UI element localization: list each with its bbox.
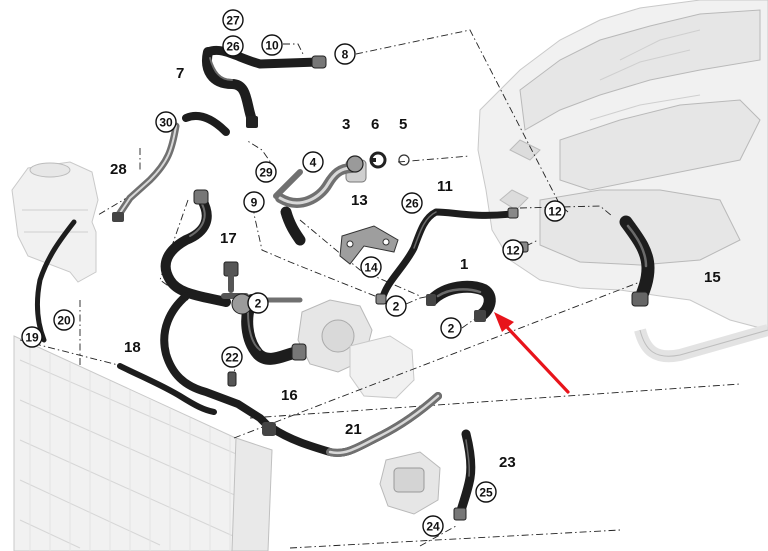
hose-part-16 — [241, 294, 307, 365]
part-22-clip — [227, 371, 237, 387]
svg-text:29: 29 — [259, 166, 273, 180]
label-13: 13 — [351, 192, 368, 209]
circle-label-12-upper: 12 — [544, 200, 566, 222]
water-pump-ghost — [297, 299, 415, 399]
label-16: 16 — [281, 387, 298, 404]
circle-label-24: 24 — [422, 515, 444, 537]
circle-label-30: 30 — [155, 111, 177, 133]
svg-text:2: 2 — [255, 297, 262, 311]
expansion-tank-ghost — [11, 161, 99, 283]
circle-label-10: 10 — [261, 34, 283, 56]
svg-text:12: 12 — [548, 205, 562, 219]
circle-label-26-mid: 26 — [401, 192, 423, 214]
svg-text:4: 4 — [310, 156, 317, 170]
callout-labels: 7 3 6 5 11 13 28 17 1 15 18 16 21 23 — [110, 65, 721, 471]
label-28: 28 — [110, 161, 127, 178]
circle-label-25: 25 — [475, 481, 497, 503]
radiator-ghost — [13, 335, 273, 551]
oil-filler-pipe-ghost — [634, 324, 768, 363]
svg-text:25: 25 — [479, 486, 493, 500]
hose-part-15 — [619, 215, 655, 307]
label-11: 11 — [437, 178, 453, 195]
hose-part-23-25 — [453, 429, 476, 521]
hose-part-21 — [262, 392, 442, 457]
svg-text:24: 24 — [426, 520, 440, 534]
svg-text:20: 20 — [57, 314, 71, 328]
svg-text:19: 19 — [25, 331, 39, 345]
svg-text:26: 26 — [226, 40, 240, 54]
hose-part-bypass — [160, 189, 231, 307]
hose-part-28-30 — [112, 111, 230, 222]
circle-label-2-a: 2 — [385, 295, 407, 317]
circle-label-4: 4 — [302, 151, 324, 173]
label-5: 5 — [399, 116, 407, 133]
svg-text:30: 30 — [159, 116, 173, 130]
svg-text:22: 22 — [225, 351, 239, 365]
circle-label-14: 14 — [360, 256, 382, 278]
circle-label-9: 9 — [243, 191, 265, 213]
label-23: 23 — [499, 454, 516, 471]
parts-3-4-5-6 — [346, 151, 410, 173]
circle-label-20: 20 — [53, 309, 75, 331]
hose-part-7 — [202, 46, 327, 128]
callout-circles: 27 26 10 8 30 4 29 9 — [21, 9, 566, 537]
svg-text:27: 27 — [226, 14, 240, 28]
hose-part-11 — [375, 208, 516, 305]
red-arrow-annotation — [494, 312, 570, 394]
pipe-part-19-20 — [34, 219, 77, 343]
label-7: 7 — [176, 65, 184, 82]
label-6: 6 — [371, 116, 379, 133]
hose-part-1 — [426, 280, 496, 322]
circle-label-29: 29 — [255, 161, 277, 183]
circle-label-2-b: 2 — [440, 317, 462, 339]
circle-label-19: 19 — [21, 326, 43, 348]
svg-text:26: 26 — [405, 197, 419, 211]
circle-label-27: 27 — [222, 9, 244, 31]
circle-label-8: 8 — [334, 43, 356, 65]
svg-text:9: 9 — [251, 196, 258, 210]
bracket-part-13 — [339, 225, 399, 265]
label-21: 21 — [345, 421, 362, 438]
label-17: 17 — [220, 230, 237, 247]
aux-pump-ghost — [379, 451, 441, 515]
label-18: 18 — [124, 339, 141, 356]
label-1: 1 — [460, 256, 468, 273]
label-3: 3 — [342, 116, 350, 133]
svg-text:10: 10 — [265, 39, 279, 53]
circle-label-2-c: 2 — [247, 292, 269, 314]
circle-label-22: 22 — [221, 346, 243, 368]
svg-text:12: 12 — [506, 244, 520, 258]
svg-text:14: 14 — [364, 261, 378, 275]
hose-part-18 — [117, 292, 276, 434]
pipe-part-29-thermostat — [273, 163, 357, 246]
circle-label-26-top: 26 — [222, 35, 244, 57]
svg-text:8: 8 — [342, 48, 349, 62]
svg-text:2: 2 — [448, 322, 455, 336]
engine-block-ghost — [477, 0, 768, 331]
label-15: 15 — [704, 269, 721, 286]
svg-text:2: 2 — [393, 300, 400, 314]
circle-label-12-lower: 12 — [502, 239, 524, 261]
